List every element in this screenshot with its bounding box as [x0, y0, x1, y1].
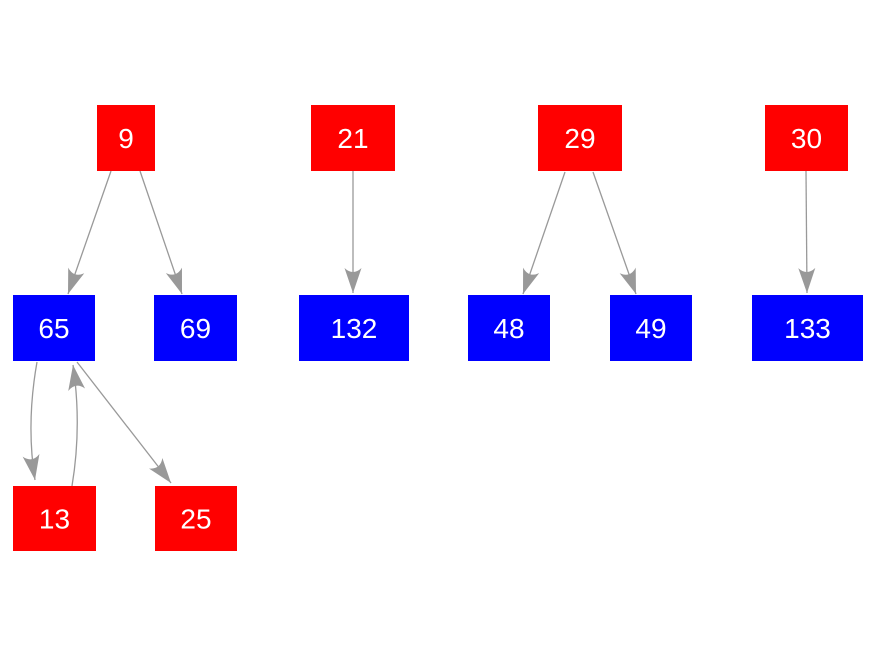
edge-29-48	[522, 171, 566, 295]
edge-9-65	[67, 170, 112, 295]
node-rect	[13, 486, 96, 551]
node-rect	[752, 295, 863, 361]
node-9[interactable]: 9	[97, 105, 155, 171]
node-65[interactable]: 65	[13, 295, 95, 361]
node-25[interactable]: 25	[155, 486, 237, 551]
edge-65-25	[76, 361, 172, 484]
node-49[interactable]: 49	[610, 295, 692, 361]
node-rect	[97, 105, 155, 171]
edge-65-13	[22, 361, 40, 481]
node-rect	[610, 295, 692, 361]
node-48[interactable]: 48	[468, 295, 550, 361]
node-21[interactable]: 21	[311, 105, 395, 171]
node-69[interactable]: 69	[154, 295, 237, 361]
edge-9-69	[139, 170, 183, 295]
node-rect	[765, 105, 848, 171]
node-rect	[468, 295, 550, 361]
node-13[interactable]: 13	[13, 486, 96, 551]
node-rect	[538, 105, 622, 171]
edge-30-133	[798, 170, 816, 294]
node-132[interactable]: 132	[299, 295, 409, 361]
node-rect	[311, 105, 395, 171]
node-30[interactable]: 30	[765, 105, 848, 171]
edge-13-65	[68, 364, 86, 487]
node-133[interactable]: 133	[752, 295, 863, 361]
edge-29-49	[592, 171, 637, 295]
node-29[interactable]: 29	[538, 105, 622, 171]
node-rect	[13, 295, 95, 361]
node-rect	[299, 295, 409, 361]
node-rect	[154, 295, 237, 361]
node-rect	[155, 486, 237, 551]
